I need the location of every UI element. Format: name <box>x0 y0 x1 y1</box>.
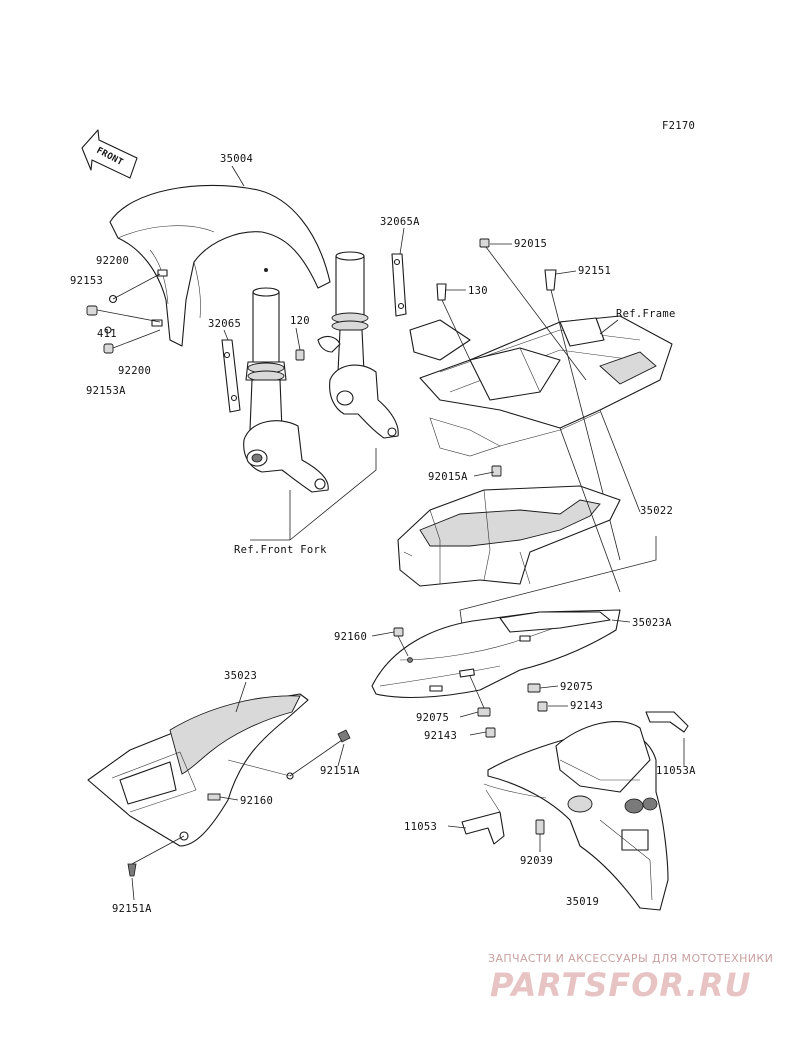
label-92160-left: 92160 <box>240 795 273 807</box>
label-92143-right: 92143 <box>570 700 603 712</box>
watermark-brand: PARTSFOR.RU <box>490 966 751 1004</box>
label-ref-front-fork: Ref.Front Fork <box>234 544 327 556</box>
bracket-11053 <box>461 783 547 845</box>
label-92153: 92153 <box>70 275 103 287</box>
label-92200-bottom: 92200 <box>118 365 151 377</box>
front-fork-right <box>317 251 399 439</box>
label-11053: 11053 <box>404 821 437 833</box>
label-32065A: 32065A <box>380 216 420 228</box>
side-cover-fasteners <box>127 729 351 877</box>
label-92075-right: 92075 <box>560 681 593 693</box>
label-92151A-top: 92151A <box>320 765 360 777</box>
label-92015A: 92015A <box>428 471 468 483</box>
label-35019: 35019 <box>566 896 599 908</box>
label-92160-right: 92160 <box>334 631 367 643</box>
bolt-120 <box>295 349 305 361</box>
bracket-32065A <box>391 253 407 317</box>
side-cover-35023 <box>87 693 309 847</box>
bracket-11053A <box>645 711 689 766</box>
seat-cowl-clips <box>393 627 548 738</box>
watermark-caption: ЗАПЧАСТИ И АКСЕССУАРЫ ДЛЯ МОТОТЕХНИКИ <box>488 952 773 965</box>
label-92015: 92015 <box>514 238 547 250</box>
diagram-code: F2170 <box>662 120 695 132</box>
label-92153A: 92153A <box>86 385 126 397</box>
label-411: 411 <box>97 328 117 340</box>
bolt-92039 <box>535 819 545 850</box>
label-92151: 92151 <box>578 265 611 277</box>
bracket-32065 <box>221 339 241 413</box>
front-arrow-icon: FRONT <box>81 129 138 179</box>
label-32065: 32065 <box>208 318 241 330</box>
label-130: 130 <box>468 285 488 297</box>
label-92039: 92039 <box>520 855 553 867</box>
label-35023A: 35023A <box>632 617 672 629</box>
label-120: 120 <box>290 315 310 327</box>
part-labels: 35004 32065A 92015 92151 130 Ref.Frame 9… <box>70 153 696 915</box>
label-11053A: 11053A <box>656 765 696 777</box>
frame-reference <box>409 315 673 457</box>
fender-fasteners <box>86 269 168 354</box>
label-35004: 35004 <box>220 153 253 165</box>
underseat-tray <box>397 485 621 587</box>
label-leaders <box>131 165 631 901</box>
label-ref-frame: Ref.Frame <box>616 308 676 320</box>
watermark: ЗАПЧАСТИ И АКСЕССУАРЫ ДЛЯ МОТОТЕХНИКИ PA… <box>488 952 773 1004</box>
label-92075-left: 92075 <box>416 712 449 724</box>
label-92151A-bottom: 92151A <box>112 903 152 915</box>
front-fork-leaders <box>250 448 377 541</box>
seat-cowl-35023A <box>371 609 621 699</box>
label-92143-left: 92143 <box>424 730 457 742</box>
label-92200-top: 92200 <box>96 255 129 267</box>
front-fender <box>109 184 331 347</box>
label-35023: 35023 <box>224 670 257 682</box>
rear-fender-35019 <box>487 721 669 911</box>
label-35022: 35022 <box>640 505 673 517</box>
front-fork-left <box>243 287 329 493</box>
